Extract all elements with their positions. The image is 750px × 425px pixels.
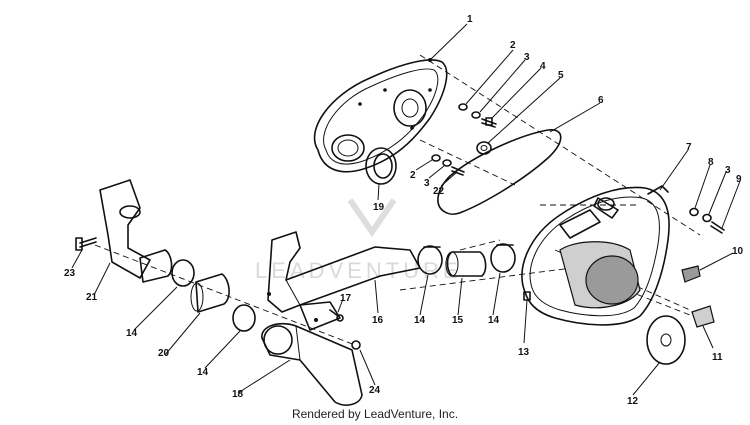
part-11-plate [691,305,715,328]
callout-17: 17 [340,293,352,304]
callout-14-a: 14 [414,315,426,326]
callout-7: 7 [686,142,692,153]
callout-13: 13 [518,347,530,358]
callout-14-c: 14 [126,328,138,339]
part-6-drive-belt [437,129,562,216]
callout-21: 21 [86,292,98,303]
callout-3-lower: 3 [424,178,430,189]
parts-8-3-9-hardware [689,207,725,234]
part-21-elbow [99,179,151,279]
callout-1: 1 [467,14,473,25]
callout-24: 24 [369,385,381,396]
callout-20: 20 [158,348,170,359]
part-12-disc [646,315,686,365]
callout-3: 3 [524,52,530,63]
render-credit: Rendered by LeadVenture, Inc. [291,407,459,421]
leader-lines [71,23,741,396]
callout-4: 4 [540,61,546,72]
lower-hose-set [139,249,256,332]
callout-12: 12 [627,396,639,407]
callout-14-d: 14 [197,367,209,378]
parts-2-3-22-hardware [431,154,465,176]
callout-18: 18 [232,389,244,400]
callout-19: 19 [373,202,385,213]
part-1-inner-cover [313,58,448,173]
part-17-screw [329,309,344,322]
callout-10: 10 [732,246,744,257]
callout-5: 5 [558,70,564,81]
parts-2-5-hardware [458,103,497,155]
part-18-lower-duct [261,322,363,406]
callout-11: 11 [712,352,723,363]
part-19-seal [365,147,397,185]
callout-15: 15 [452,315,464,326]
callout-16: 16 [372,315,384,326]
part-10-decal [681,265,701,283]
part-7-outer-cover [521,185,670,326]
callout-2: 2 [510,40,516,51]
callout-labels: 1 2 3 4 5 6 7 8 3 9 10 11 12 13 14 15 14… [64,14,744,407]
callout-23: 23 [64,268,76,279]
callout-22: 22 [433,186,445,197]
part-23-screw [75,237,97,251]
callout-6: 6 [598,95,604,106]
parts-14-15-14-hose-set [417,243,516,277]
part-16-intake-duct [267,231,421,331]
watermark: LEADVENTURE [255,198,458,283]
callout-14-b: 14 [488,315,500,326]
callout-8: 8 [708,157,714,168]
callout-9: 9 [736,174,742,185]
callout-3-right: 3 [725,165,731,176]
callout-2-lower: 2 [410,170,416,181]
